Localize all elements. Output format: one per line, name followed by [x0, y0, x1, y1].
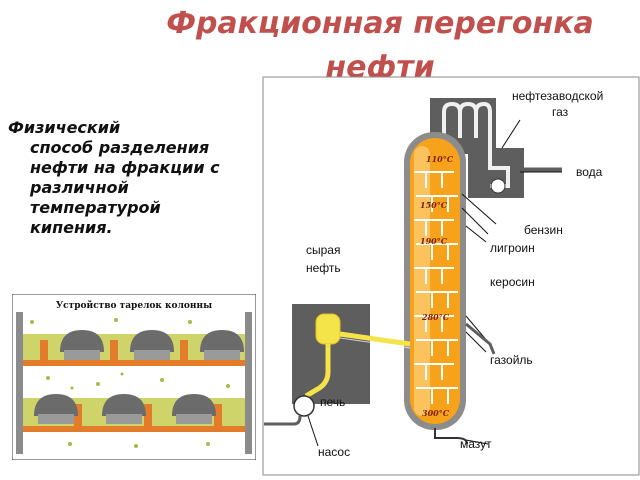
feed-pipe — [339, 331, 411, 347]
label-fuel-oil: мазут — [460, 437, 492, 451]
label-crude-oil: сырая — [306, 243, 340, 257]
description-first-line: Физический — [8, 118, 121, 137]
furnace-heater — [315, 313, 341, 345]
bubble-cap-icon — [60, 330, 244, 360]
inlet-pipe — [264, 415, 302, 426]
vapor-bubbles — [30, 318, 230, 448]
pump-icon — [293, 395, 315, 417]
distillation-diagram: 110°C 150°C 190°C 280°C 300°C нефтезавод… — [262, 76, 640, 476]
tray-wall-left — [16, 312, 23, 454]
page-title: Фракционная перегонка нефти — [166, 6, 594, 85]
separator-icon — [490, 178, 506, 194]
temp-label: 300°C — [422, 408, 450, 418]
label-refinery-gas: газ — [552, 105, 569, 119]
label-crude-oil: нефть — [306, 261, 341, 275]
description-rest: способ разделения нефти на фракции с раз… — [30, 138, 220, 237]
label-water: вода — [576, 165, 603, 179]
label-naphtha: лигроин — [490, 241, 535, 255]
label-kerosene: керосин — [490, 275, 535, 289]
column-trays — [414, 171, 458, 404]
label-furnace: печь — [320, 395, 345, 409]
label-gasoline: бензин — [524, 223, 563, 237]
label-gasoil: газойль — [490, 353, 533, 367]
temp-label: 150°C — [420, 200, 448, 210]
temp-label: 190°C — [420, 236, 448, 246]
temp-label: 110°C — [426, 154, 454, 164]
label-refinery-gas: нефтезаводской — [512, 89, 603, 103]
gasoil-pipe — [465, 322, 496, 355]
temp-label: 280°C — [421, 312, 450, 322]
bubble-cap-icon — [34, 394, 216, 424]
label-pump: насос — [318, 445, 350, 459]
tray-diagram: Устройство тарелок колонны — [12, 294, 256, 460]
fuel-oil-pipe — [434, 428, 468, 445]
description-text: Физический способ разделения нефти на фр… — [8, 118, 243, 238]
tray-wall-right — [245, 312, 252, 454]
tray-caption: Устройство тарелок колонны — [56, 300, 212, 311]
